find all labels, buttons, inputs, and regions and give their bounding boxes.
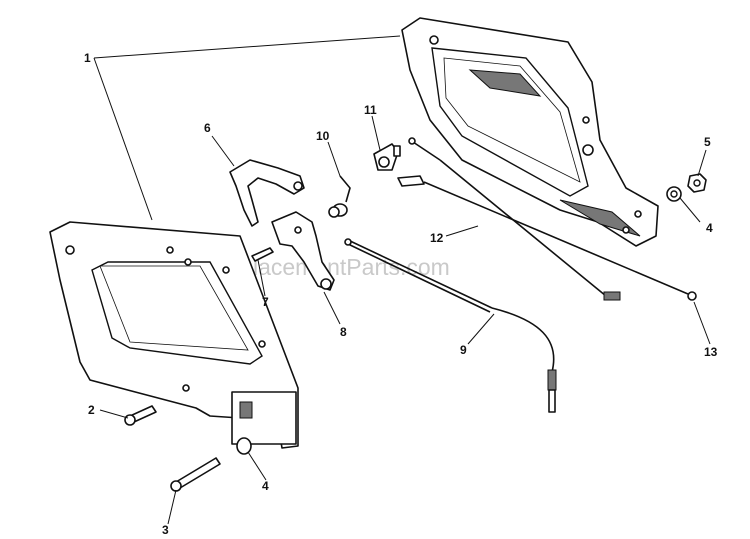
washer-part-4-upper <box>666 186 682 202</box>
lever-part-8 <box>271 211 335 291</box>
cable-part-13 <box>408 137 621 301</box>
callout-3: 3 <box>162 523 169 537</box>
callout-6: 6 <box>204 121 211 135</box>
callout-4-upper: 4 <box>706 221 713 235</box>
callout-2: 2 <box>88 403 95 417</box>
screw-part-3 <box>170 457 221 492</box>
callout-12: 12 <box>430 231 444 245</box>
callout-9: 9 <box>460 343 467 357</box>
spring-part-10 <box>328 175 351 218</box>
callout-1: 1 <box>84 51 91 65</box>
cable-part-12 <box>397 175 697 301</box>
switch-part-11 <box>373 143 401 171</box>
callout-8: 8 <box>340 325 347 339</box>
right-handle-half <box>401 17 659 247</box>
screw-part-2 <box>124 405 157 426</box>
callout-11: 11 <box>364 103 377 117</box>
callout-4-lower: 4 <box>262 479 269 493</box>
pin-part-7 <box>251 247 274 262</box>
callout-7: 7 <box>262 295 269 309</box>
leader-lines <box>93 35 711 525</box>
bracket-part-6 <box>229 159 305 227</box>
washer-part-4-lower <box>236 437 252 455</box>
callout-13: 13 <box>704 345 718 359</box>
cable-part-9 <box>344 238 557 413</box>
left-handle-half <box>49 221 299 449</box>
callout-5: 5 <box>704 135 711 149</box>
callout-10: 10 <box>316 129 330 143</box>
nut-part-5 <box>687 173 707 193</box>
